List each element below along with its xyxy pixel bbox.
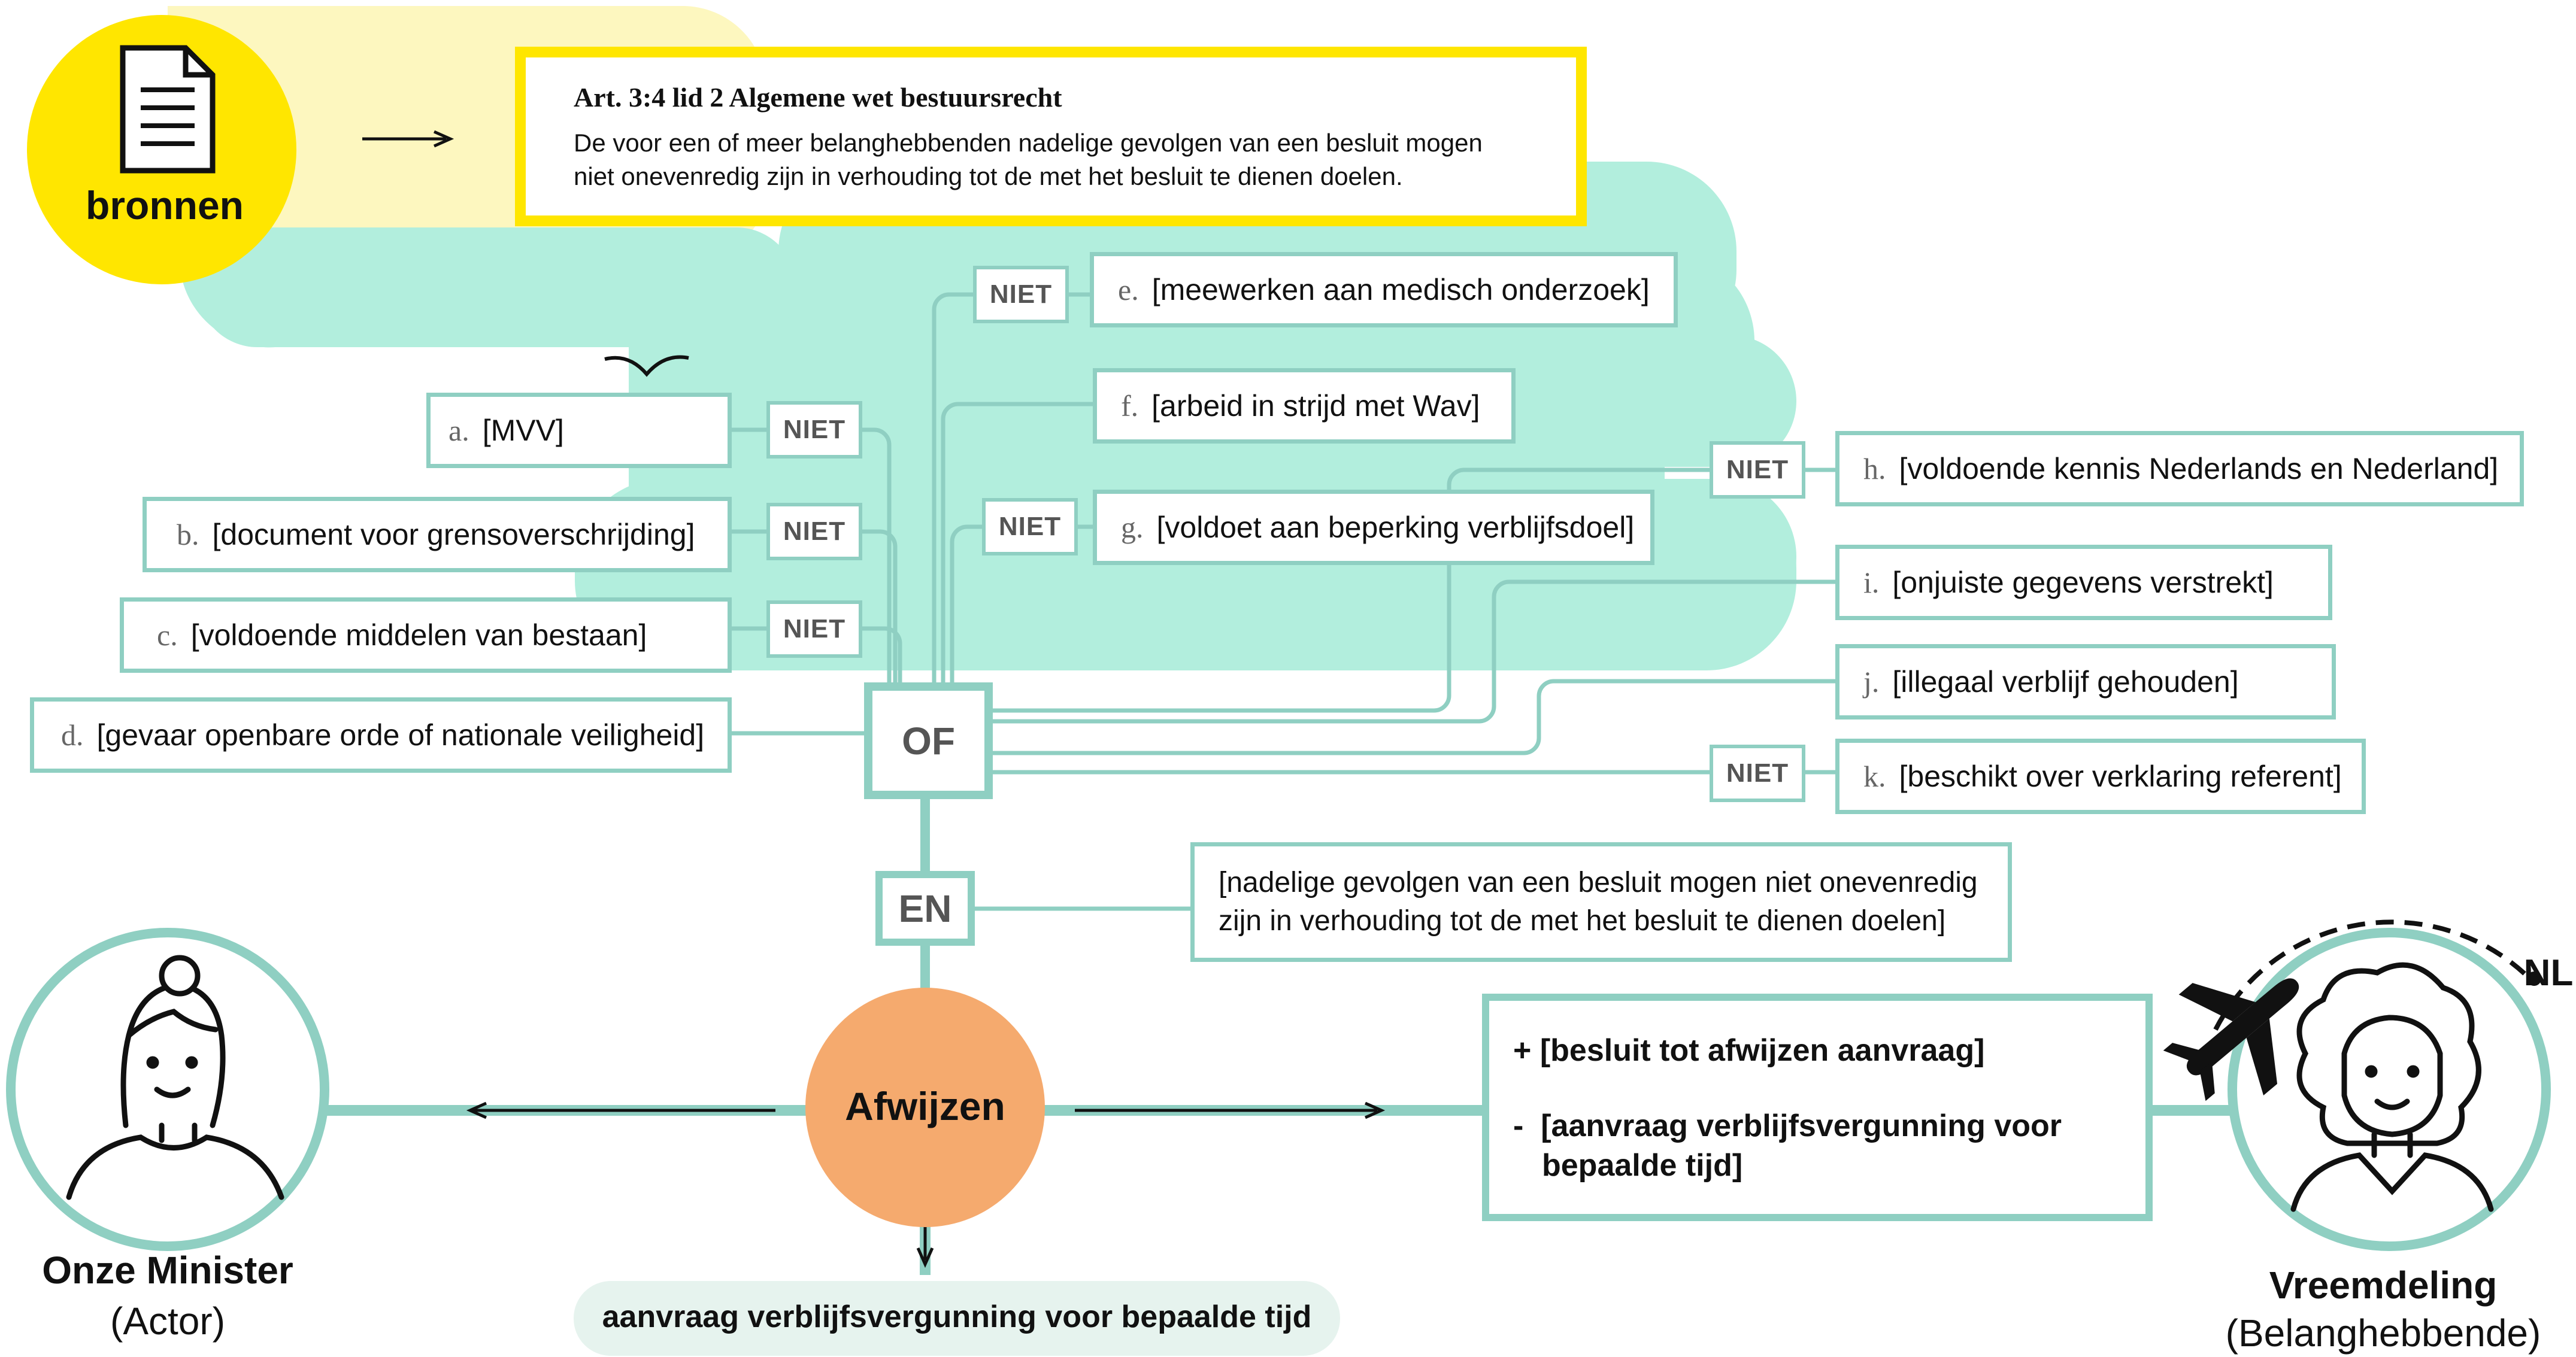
condition-e: e. [meewerken aan medisch onderzoek] [1090,252,1678,327]
object-pill [574,1281,1340,1356]
wire-f [941,402,1096,691]
and-condition: [nadelige gevolgen van een besluit mogen… [1190,842,2012,962]
wire-b [731,529,898,691]
condition-letter: i. [1863,566,1880,599]
condition-text: [beschikt over verklaring referent] [1899,760,2342,793]
action-label: Afwijzen [845,1084,1005,1128]
source-arrow [362,130,454,148]
condition-letter: k. [1863,760,1886,793]
wire-e [932,292,973,691]
condition-text: [voldoende kennis Nederlands en Nederlan… [1899,452,2499,485]
condition-text: [document voor grensoverschrijding] [212,518,695,551]
source-label: bronnen [86,183,244,227]
condition-letter: e. [1118,273,1139,306]
condition-d: d. [gevaar openbare orde of nationale ve… [30,697,732,773]
condition-k: k. [beschikt over verklaring referent] [1835,739,2366,814]
wire-c [731,626,902,691]
niet-tag-a: NIET [766,401,862,459]
condition-i: i. [onjuiste gegevens verstrekt] [1835,545,2332,620]
effect-minus: - [aanvraag verblijfsvergunning voor [1513,1109,2062,1143]
and-gate: EN [875,871,975,946]
airplane-icon [2163,978,2299,1101]
condition-letter: a. [448,414,469,447]
condition-text: [arbeid in strijd met Wav] [1151,389,1480,423]
destination-label: NL [2523,952,2574,994]
travel-route [2213,919,2535,1031]
condition-letter: h. [1863,452,1886,485]
source-text-line1: De voor een of meer belanghebbenden nade… [574,129,1483,157]
interested-avatar-icon [2290,962,2494,1212]
condition-g: g. [voldoet aan beperking verblijfsdoel] [1093,490,1654,565]
wire-j [988,679,1838,755]
effects-box: + [besluit tot afwijzen aanvraag] - [aan… [1482,994,2153,1221]
object-label: aanvraag verblijfsvergunning voor bepaal… [602,1300,1312,1334]
or-gate: OF [864,682,993,799]
condition-text: [gevaar openbare orde of nationale veili… [96,718,705,752]
condition-h: h. [voldoende kennis Nederlands en Neder… [1835,431,2524,506]
scope-cloud-left [198,227,796,347]
condition-f: f. [arbeid in strijd met Wav] [1093,368,1516,444]
actor-name: Onze Minister [42,1249,293,1292]
niet-tag-g: NIET [982,498,1078,555]
actor-role: (Actor) [110,1300,225,1343]
niet-tag-h: NIET [1710,441,1805,499]
wire-g [950,524,982,691]
condition-text: [illegaal verblijf gehouden] [1892,665,2239,699]
and-condition-line1: [nadelige gevolgen van een besluit mogen… [1219,867,1978,898]
wire-a [731,427,892,691]
condition-letter: b. [177,518,199,551]
condition-b: b. [document voor grensoverschrijding] [143,497,732,572]
condition-text: [meewerken aan medisch onderzoek] [1151,273,1650,306]
condition-letter: g. [1121,511,1144,544]
and-condition-line2: zijn in verhouding tot de met het beslui… [1219,905,1946,937]
condition-a: a. [MVV] [426,393,732,468]
interested-role: (Belanghebbende) [2225,1312,2541,1355]
nl-dot [2527,972,2541,986]
niet-tag-e: NIET [973,266,1069,323]
source-title: Art. 3:4 lid 2 Algemene wet bestuursrech… [574,82,1062,113]
condition-text: [voldoet aan beperking verblijfsdoel] [1156,511,1635,544]
action-circle [805,988,1045,1227]
condition-j: j. [illegaal verblijf gehouden] [1835,644,2336,720]
document-icon [120,45,216,174]
niet-tag-c: NIET [766,600,862,658]
source-text-line2: niet onevenredig zijn in verhouding tot … [574,162,1403,190]
niet-tag-b: NIET [766,503,862,560]
niet-tag-k: NIET [1710,745,1805,802]
condition-letter: f. [1121,389,1139,423]
arrow-to-actor [466,1101,775,1119]
source-box: Art. 3:4 lid 2 Algemene wet bestuursrech… [515,47,1587,226]
arrow-to-effect [1075,1101,1386,1119]
effect-minus-line2: bepaalde tijd] [1542,1148,1743,1183]
wire-h [988,467,1719,713]
wire-i [988,579,1838,724]
condition-text: [voldoende middelen van bestaan] [190,618,647,652]
interested-name: Vreemdeling [2269,1264,2498,1307]
condition-letter: c. [157,618,178,652]
actor-avatar-icon [66,955,284,1200]
tilde-mark [604,355,689,377]
condition-text: [MVV] [482,414,564,447]
condition-text: [onjuiste gegevens verstrekt] [1892,566,2274,599]
condition-c: c. [voldoende middelen van bestaan] [120,597,732,673]
condition-letter: d. [61,718,84,752]
effect-plus: + [besluit tot afwijzen aanvraag] [1513,1033,1985,1068]
condition-letter: j. [1863,665,1880,699]
